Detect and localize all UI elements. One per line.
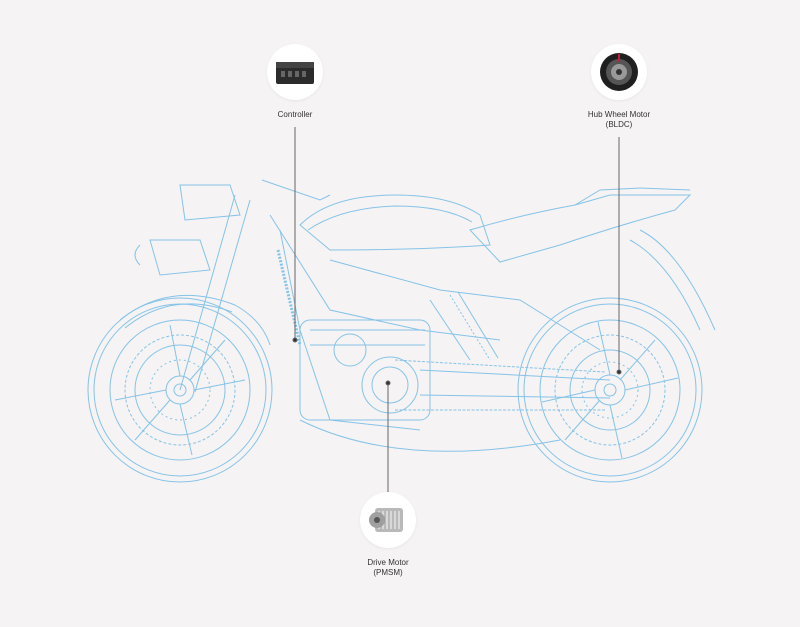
controller-label: Controller (255, 110, 335, 120)
hub-motor-label-line-1: Hub Wheel Motor (587, 110, 651, 119)
hub-motor-callout[interactable] (591, 44, 647, 100)
drive-motor-label: Drive Motor (PMSM) (338, 558, 438, 578)
drive-motor-callout[interactable] (360, 492, 416, 548)
drive-motor-icon (369, 508, 403, 532)
controller-label-line: Controller (277, 110, 313, 119)
hub-wheel-motor-icon (600, 53, 638, 91)
hub-motor-label-line-2: (BLDC) (605, 120, 633, 129)
rear-wheel (517, 297, 703, 483)
hub-motor-label: Hub Wheel Motor (BLDC) (569, 110, 669, 130)
drive-motor-label-line-1: Drive Motor (367, 558, 409, 567)
controller-callout[interactable] (267, 44, 323, 100)
drive-motor-label-line-2: (PMSM) (373, 568, 403, 577)
controller-icon (276, 62, 314, 84)
